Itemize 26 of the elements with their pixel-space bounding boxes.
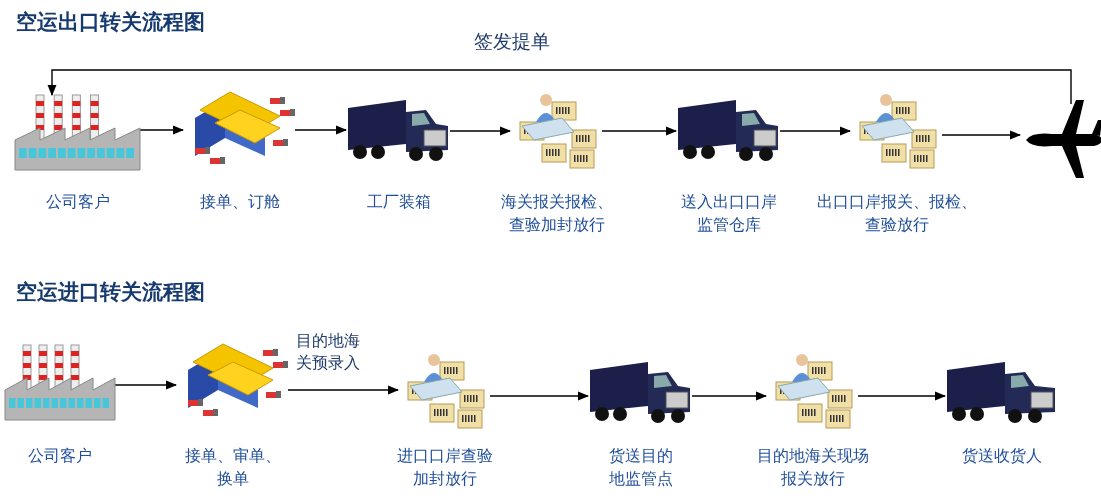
node-label: 送入出口口岸监管仓库 bbox=[680, 191, 778, 236]
node-label: 出口口岸报关、报检、查验放行 bbox=[816, 191, 978, 236]
node-label: 工厂装箱 bbox=[366, 191, 432, 213]
arrow bbox=[941, 130, 1022, 140]
node-label: 公司客户 bbox=[27, 445, 93, 467]
node-label: 目的地海关现场报关放行 bbox=[756, 445, 870, 490]
node-label: 货送目的地监管点 bbox=[608, 445, 674, 490]
node-label: 公司客户 bbox=[44, 191, 111, 213]
arrow bbox=[114, 380, 178, 390]
node-label: 进口口岸查验加封放行 bbox=[396, 445, 494, 490]
node-label: 接单、审单、换单 bbox=[184, 445, 282, 490]
heading: 空运出口转关流程图 bbox=[16, 9, 205, 36]
heading: 空运进口转关流程图 bbox=[16, 279, 205, 306]
node-label: 海关报关报检、查验加封放行 bbox=[500, 191, 614, 236]
arrow bbox=[47, 69, 1072, 105]
arrow bbox=[449, 126, 512, 136]
arrow bbox=[779, 126, 852, 136]
arrow bbox=[601, 126, 678, 136]
node-label: 货送收货人 bbox=[961, 445, 1043, 467]
arrow bbox=[857, 391, 947, 401]
node-label: 接单、订舱 bbox=[199, 191, 281, 213]
arrow bbox=[139, 125, 185, 135]
arrow bbox=[294, 125, 348, 135]
arrow bbox=[287, 385, 400, 395]
arrow bbox=[691, 391, 768, 401]
arrow bbox=[489, 391, 590, 401]
